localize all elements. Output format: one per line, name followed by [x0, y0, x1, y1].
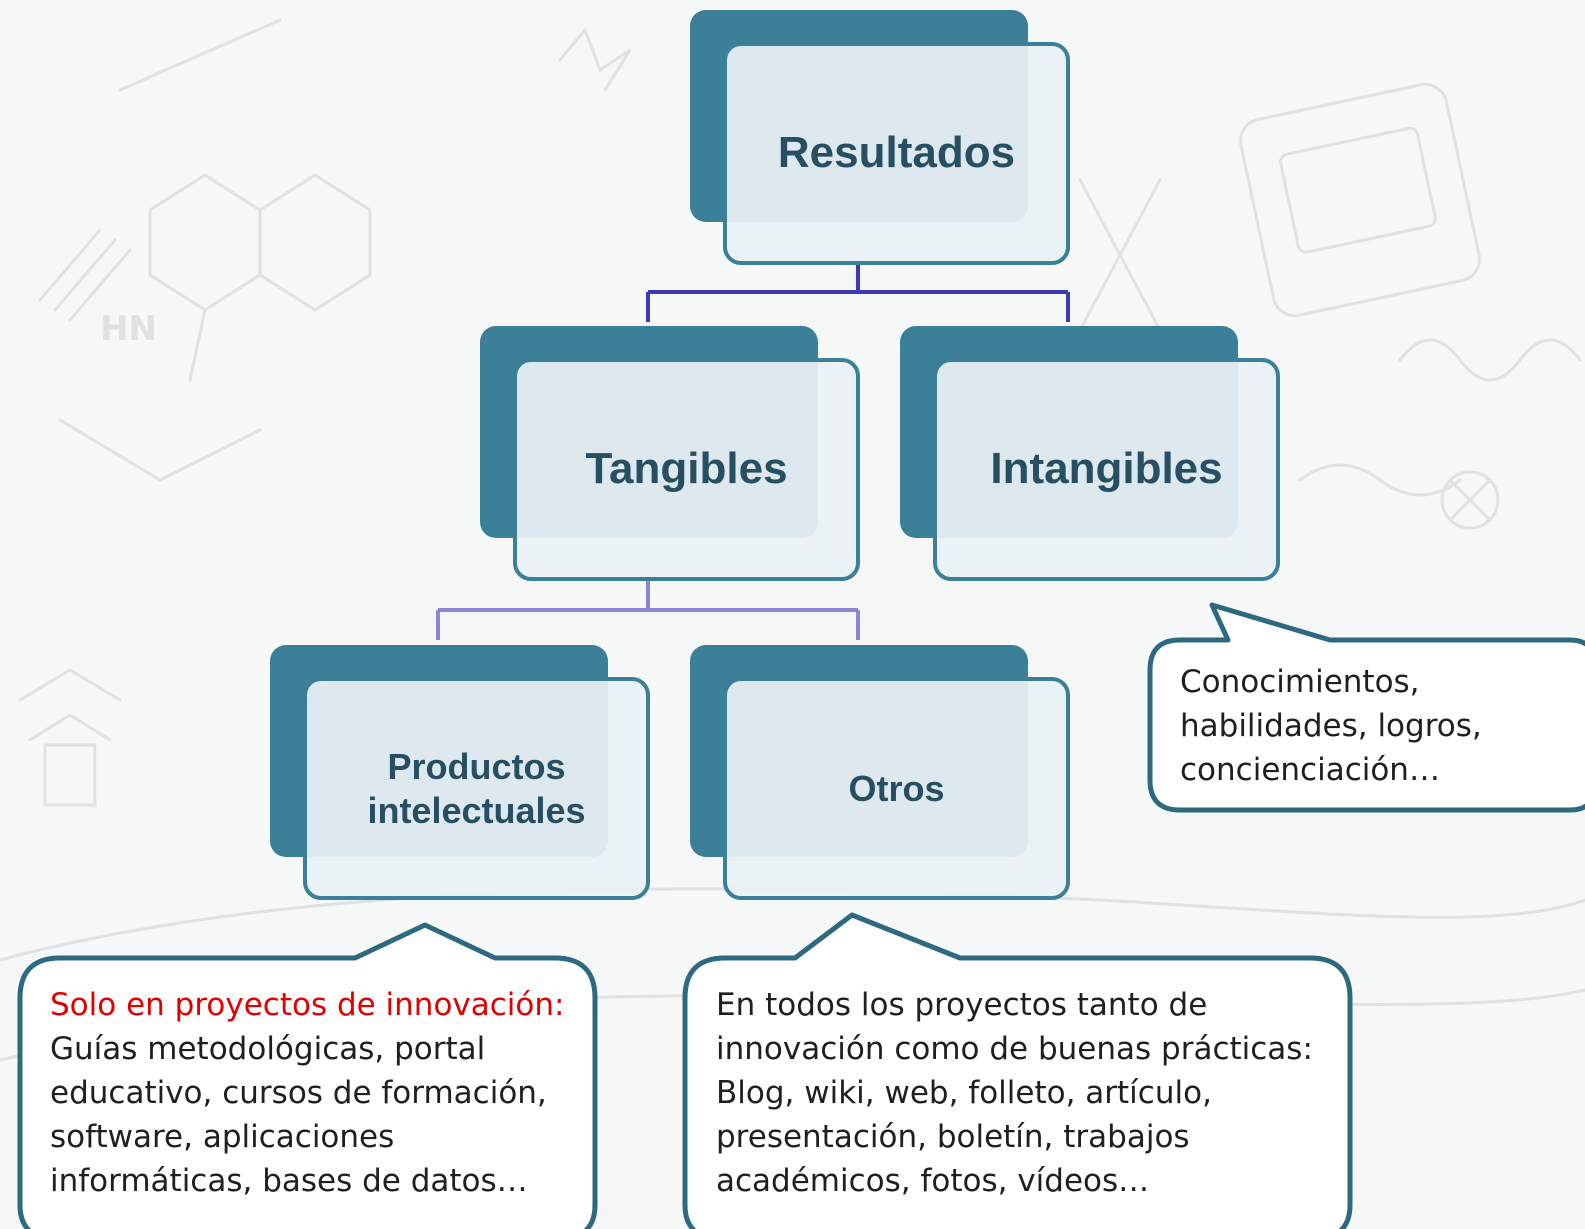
node-resultados[interactable]: Resultados: [690, 10, 1070, 265]
callout-bubble-otros: [682, 912, 1353, 1229]
node-label-productos: Productos intelectuales: [367, 746, 586, 831]
connector-resultados: [646, 262, 1070, 322]
node-label-otros: Otros: [848, 767, 945, 809]
callout-productos-text: Solo en proyectos de innovación: Guías m…: [50, 983, 570, 1203]
callout-otros-text: En todos los proyectos tanto de innovaci…: [716, 983, 1316, 1203]
node-intangibles[interactable]: Intangibles: [900, 326, 1280, 581]
node-card: Productos intelectuales: [303, 677, 650, 900]
node-label-resultados: Resultados: [777, 128, 1016, 178]
node-otros[interactable]: Otros: [690, 645, 1070, 900]
svg-text:HN: HN: [100, 309, 157, 349]
node-card: Tangibles: [513, 358, 860, 581]
node-card: Intangibles: [933, 358, 1280, 581]
node-productos-intelectuales[interactable]: Productos intelectuales: [270, 645, 650, 900]
callout-intangibles-text: Conocimientos, habilidades, logros, conc…: [1180, 660, 1510, 792]
node-label-intangibles: Intangibles: [990, 444, 1223, 494]
callout-productos-body: Guías metodológicas, portal educativo, c…: [50, 1031, 547, 1199]
callout-otros-body: En todos los proyectos tanto de innovaci…: [716, 987, 1313, 1199]
node-card: Otros: [723, 677, 1070, 900]
node-card: Resultados: [723, 42, 1070, 265]
connector-tangibles: [436, 580, 860, 640]
node-label-tangibles: Tangibles: [585, 444, 788, 494]
node-tangibles[interactable]: Tangibles: [480, 326, 860, 581]
callout-bubble-productos: [17, 922, 598, 1229]
callout-productos-highlight: Solo en proyectos de innovación:: [50, 987, 565, 1023]
callout-intangibles-body: Conocimientos, habilidades, logros, conc…: [1180, 664, 1482, 788]
